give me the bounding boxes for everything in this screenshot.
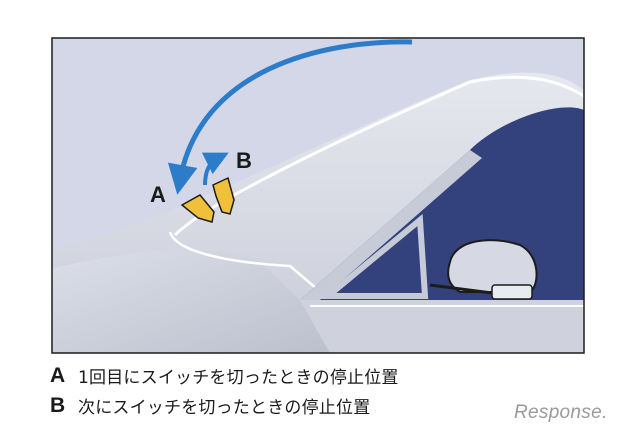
- quarter-window: [319, 213, 429, 299]
- callout-b: B: [236, 148, 252, 173]
- wiper-position-a: [180, 194, 215, 223]
- door-panel: [300, 300, 584, 353]
- callout-a: A: [150, 182, 166, 207]
- illustration-frame: [51, 37, 585, 354]
- legend-key: B: [50, 393, 66, 417]
- wiper-motion-arrow: [167, 39, 413, 195]
- hood-body: [52, 249, 330, 353]
- side-mirror: [447, 239, 538, 293]
- windshield-lower-edge: [168, 231, 352, 353]
- legend-text: 1回目にスイッチを切ったときの停止位置: [78, 368, 399, 388]
- response-logo: Response.: [514, 402, 608, 423]
- a-pillar: [300, 150, 482, 300]
- legend-text: 次にスイッチを切ったときの停止位置: [78, 398, 371, 418]
- legend-key: A: [50, 363, 66, 387]
- legend-row-a: A 1回目にスイッチを切ったときの停止位置: [50, 363, 399, 389]
- legend-row-b: B 次にスイッチを切ったときの停止位置: [50, 393, 371, 419]
- wiper-return-arrow: [201, 152, 229, 186]
- mirror-indicator: [491, 284, 533, 300]
- wiper-position-b: [212, 176, 235, 215]
